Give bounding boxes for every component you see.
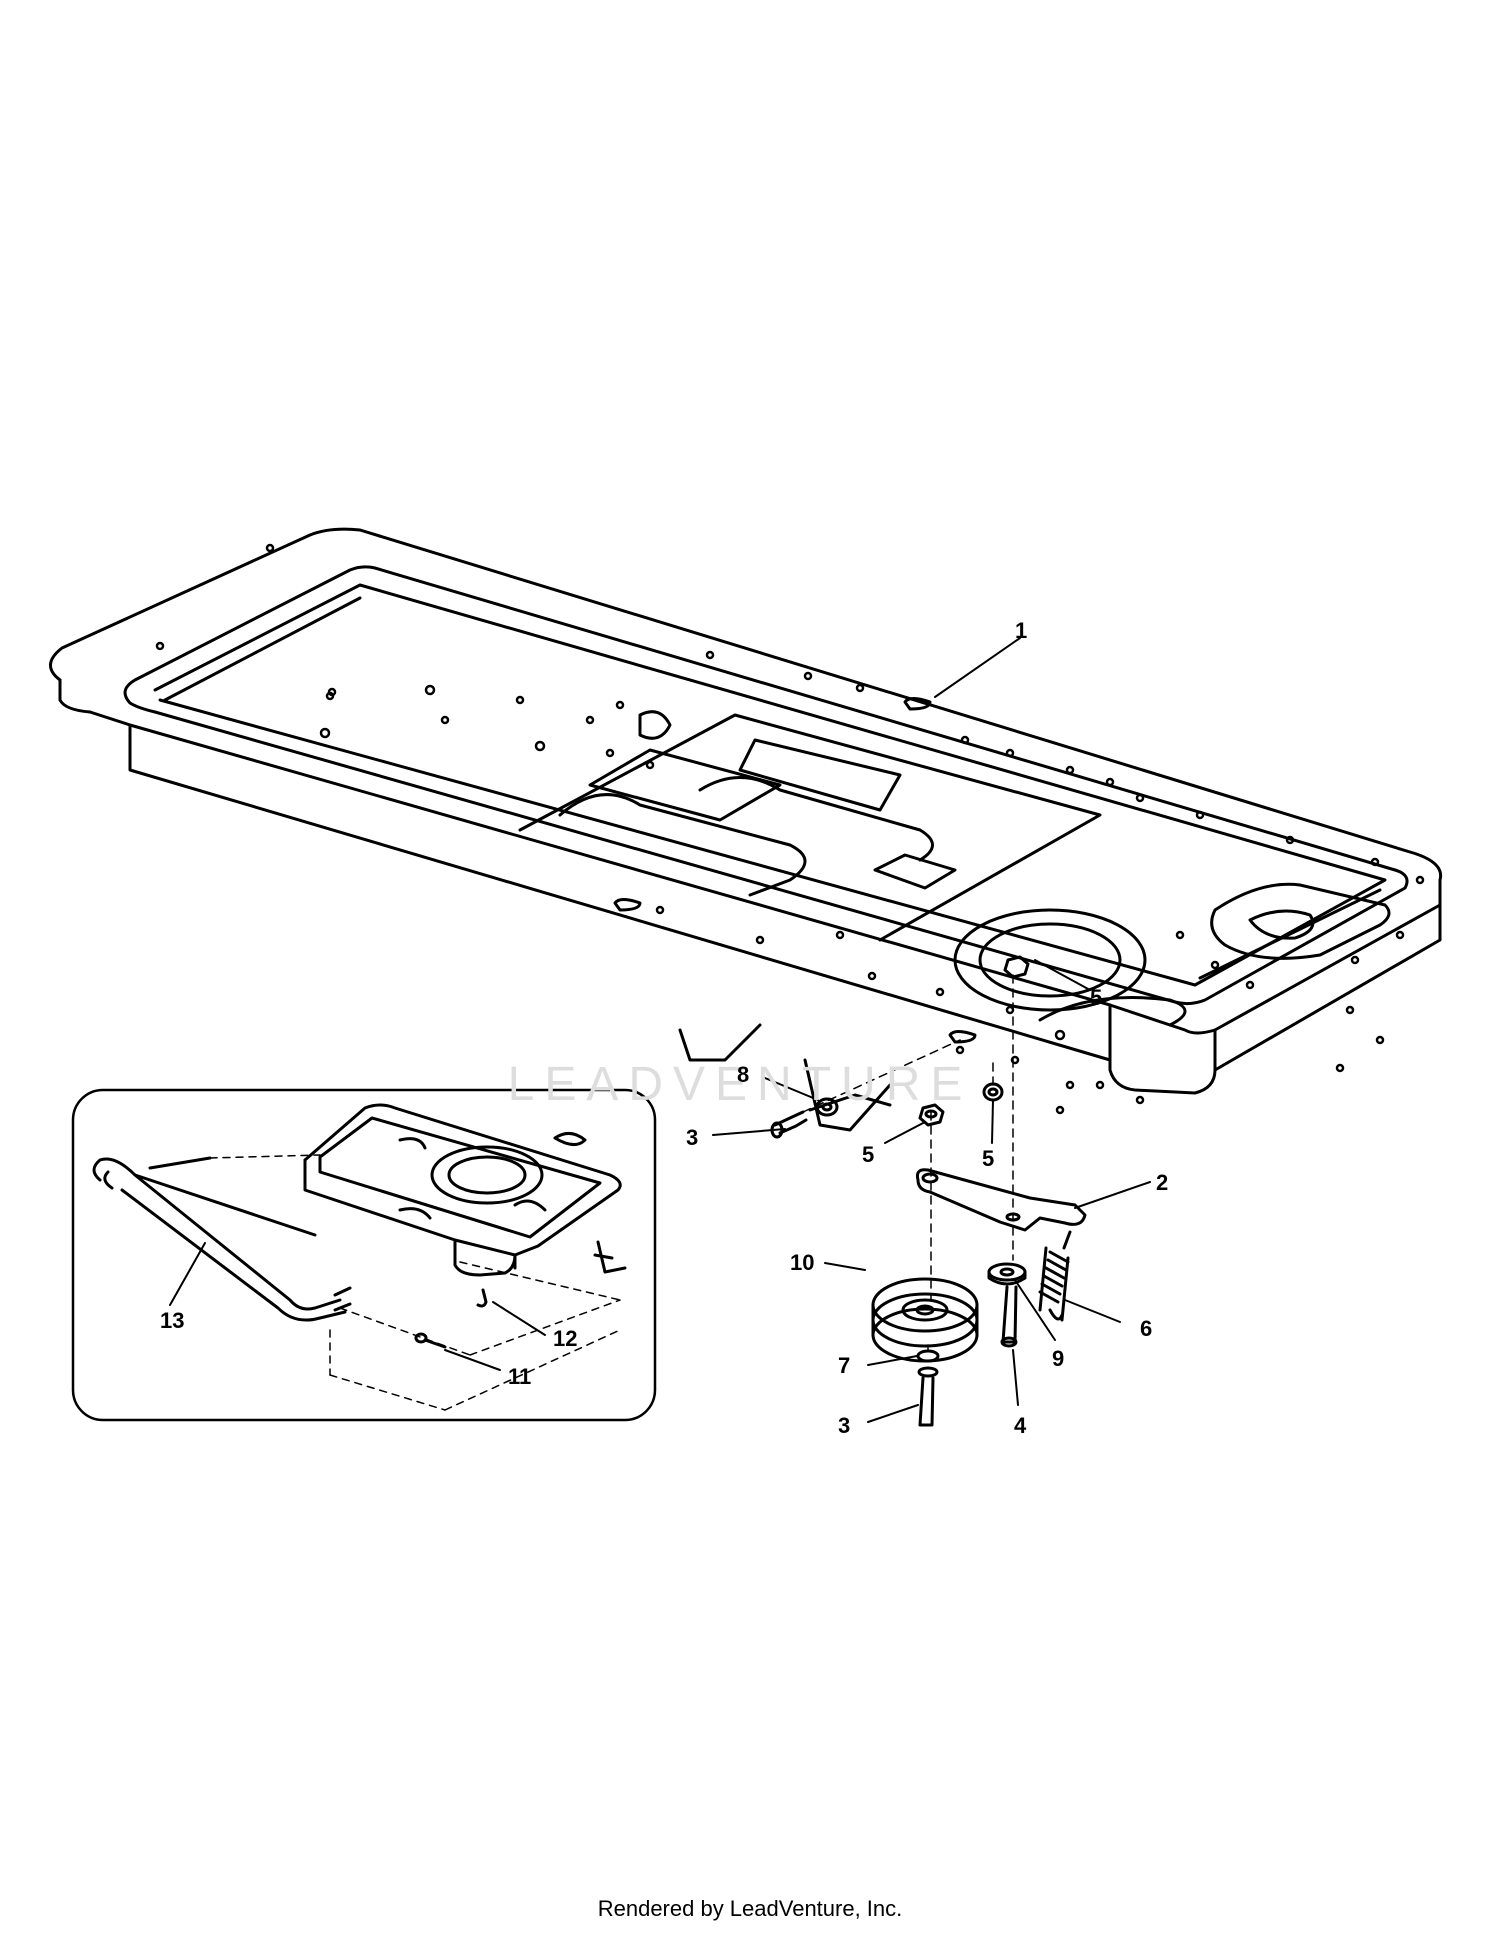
callout-5-right: 5 bbox=[982, 1146, 994, 1171]
alignment-lines bbox=[802, 974, 1014, 1351]
callout-8: 8 bbox=[737, 1062, 749, 1087]
nut-5-top bbox=[1003, 955, 1030, 979]
leader-lines bbox=[712, 637, 1151, 1423]
callout-13: 13 bbox=[160, 1308, 184, 1333]
inset-detail bbox=[71, 1088, 657, 1422]
callout-9: 9 bbox=[1052, 1346, 1064, 1371]
washer-9 bbox=[987, 1262, 1027, 1286]
nut-5-right bbox=[982, 1082, 1004, 1102]
callout-1: 1 bbox=[1015, 618, 1027, 643]
bushing-8 bbox=[815, 1097, 839, 1117]
watermark: LEADVENTURE bbox=[508, 1058, 973, 1111]
callout-7: 7 bbox=[838, 1353, 850, 1378]
callout-6: 6 bbox=[1140, 1316, 1152, 1341]
bolt-3-upper bbox=[770, 1110, 808, 1139]
bolt-3-lower bbox=[917, 1366, 939, 1427]
callout-2: 2 bbox=[1156, 1170, 1168, 1195]
callout-10: 10 bbox=[790, 1250, 814, 1275]
spring bbox=[1038, 1230, 1072, 1322]
callout-5-left: 5 bbox=[862, 1142, 874, 1167]
idler-pulley bbox=[871, 1277, 979, 1363]
bolt-4 bbox=[1000, 1285, 1018, 1348]
callout-11: 11 bbox=[508, 1364, 531, 1389]
callout-4: 4 bbox=[1014, 1413, 1027, 1438]
callout-3-lower: 3 bbox=[838, 1413, 850, 1438]
callout-3-upper: 3 bbox=[686, 1125, 698, 1150]
callout-12: 12 bbox=[553, 1326, 577, 1351]
footer-credit: Rendered by LeadVenture, Inc. bbox=[597, 1896, 903, 1921]
callout-5-top: 5 bbox=[1090, 985, 1102, 1010]
seat-pan-frame bbox=[49, 527, 1443, 1132]
idler-bracket-arm bbox=[916, 1168, 1087, 1232]
washer-7 bbox=[916, 1349, 940, 1363]
